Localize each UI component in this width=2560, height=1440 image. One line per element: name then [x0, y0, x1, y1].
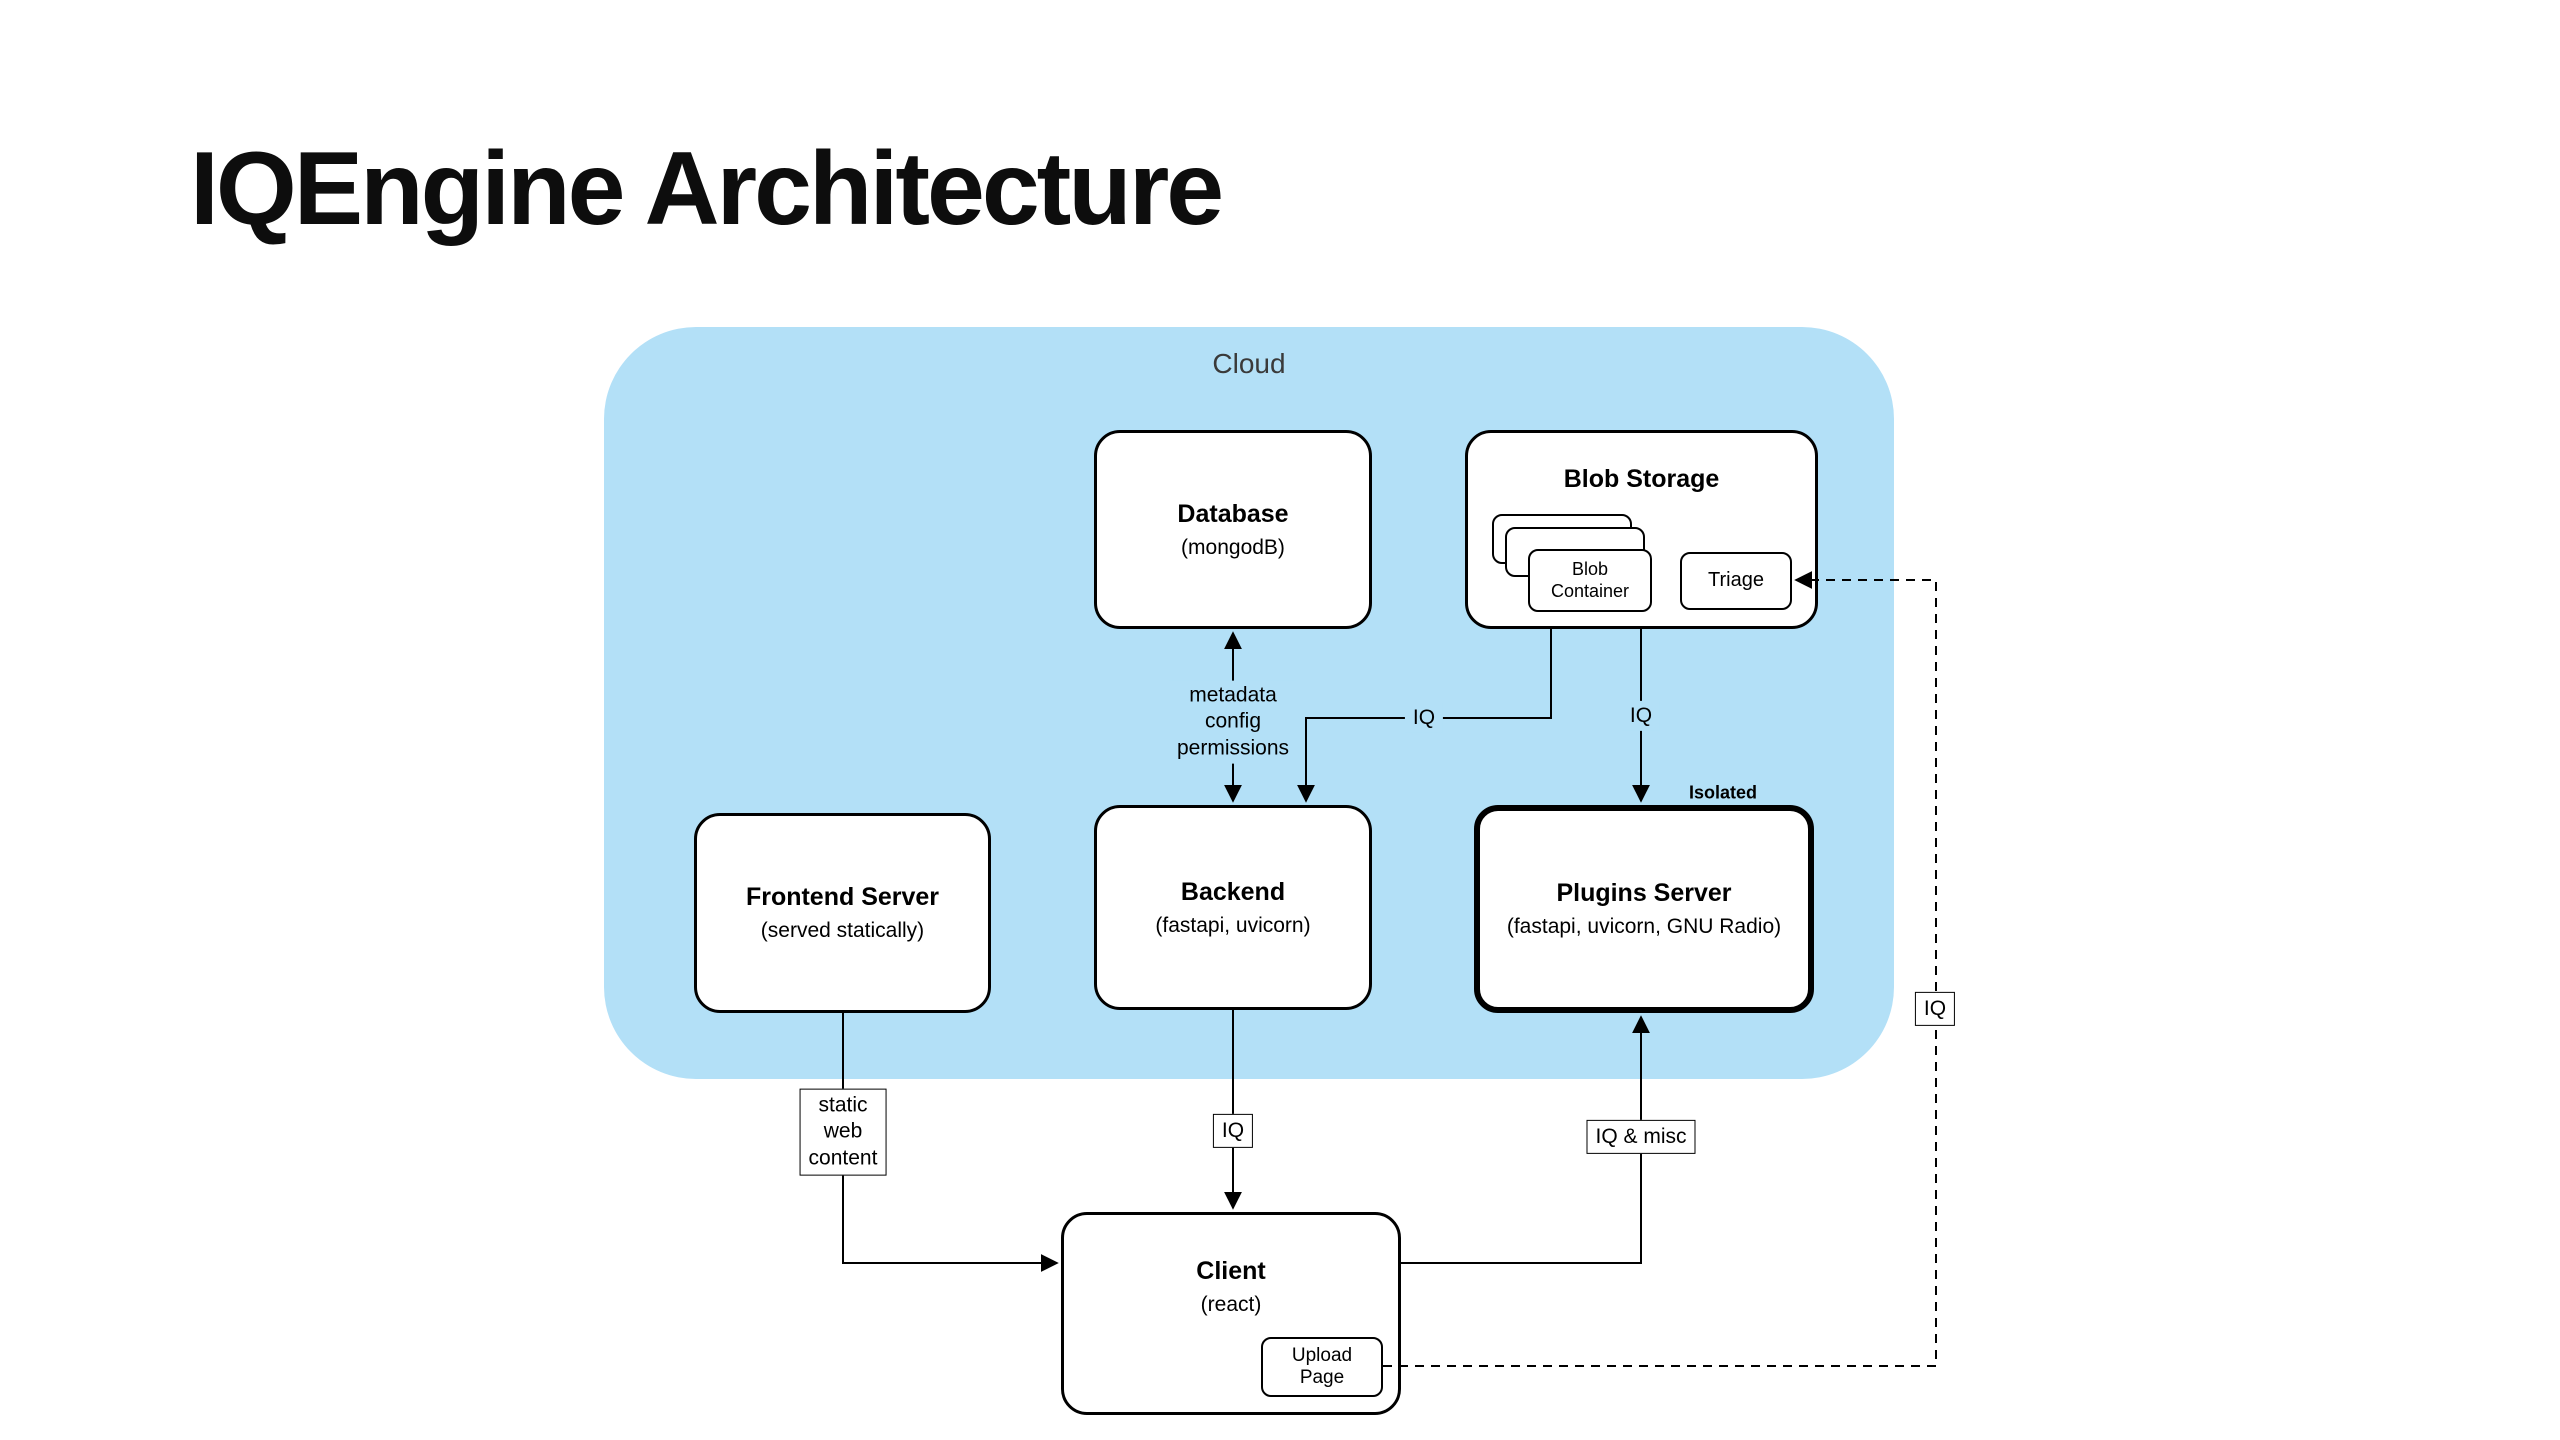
label-blob-container-backend: IQ [1404, 702, 1444, 734]
label-database-backend: metadata config permissions [1168, 680, 1298, 764]
client-title: Client [1196, 1257, 1266, 1285]
node-backend: Backend (fastapi, uvicorn) [1094, 805, 1372, 1010]
node-triage: Triage [1680, 552, 1792, 610]
plugins-server-subtitle: (fastapi, uvicorn, GNU Radio) [1506, 915, 1782, 938]
node-blob-container: Blob Container [1528, 549, 1652, 612]
page-title: IQEngine Architecture [190, 131, 1224, 247]
label-upload-page-triage: IQ [1914, 991, 1956, 1027]
node-plugins-server: Plugins Server (fastapi, uvicorn, GNU Ra… [1474, 805, 1814, 1013]
label-frontend-client: static web content [799, 1088, 887, 1176]
database-title: Database [1177, 499, 1289, 528]
label-backend-client: IQ [1212, 1113, 1254, 1149]
node-frontend-server: Frontend Server (served statically) [694, 813, 991, 1013]
cloud-label: Cloud [1212, 348, 1286, 379]
frontend-server-subtitle: (served statically) [760, 919, 925, 942]
node-database: Database (mongodB) [1094, 430, 1372, 629]
database-subtitle: (mongodB) [1181, 535, 1285, 559]
isolated-badge: Isolated [1688, 782, 1758, 803]
plugins-server-title: Plugins Server [1556, 879, 1732, 907]
client-subtitle: (react) [1200, 1293, 1262, 1316]
backend-title: Backend [1180, 877, 1286, 906]
frontend-server-title: Frontend Server [745, 883, 940, 911]
label-client-plugins: IQ & misc [1586, 1119, 1696, 1155]
label-blob-storage-plugins: IQ [1621, 700, 1661, 732]
node-upload-page: Upload Page [1261, 1337, 1383, 1397]
backend-subtitle: (fastapi, uvicorn) [1155, 913, 1311, 937]
blob-storage-title: Blob Storage [1563, 465, 1720, 493]
